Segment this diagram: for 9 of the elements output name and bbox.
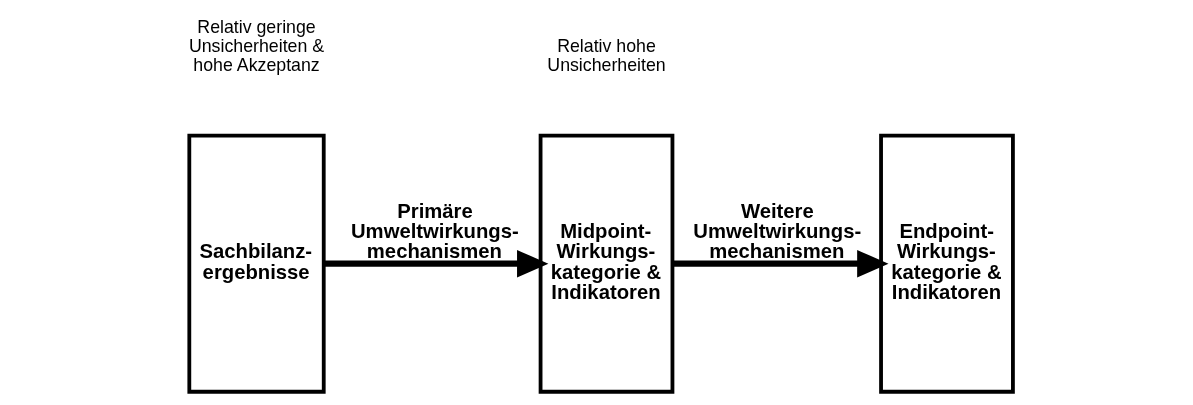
label: Relativ hohe Unsicherheiten	[546, 36, 666, 76]
edge-label: Primäre Umweltwirkungs- mechanismen	[350, 199, 519, 263]
node-box: Midpoint- Wirkungs- kategorie & Indikatoren	[538, 133, 674, 394]
node-box: Sachbilanz- ergebnisse	[186, 133, 326, 394]
arrow	[672, 249, 888, 278]
edge-label: Weitere Umweltwirkungs- mechanismen	[692, 199, 861, 263]
node-box: Endpoint- Wirkungs- kategorie & Indikatoren	[878, 133, 1015, 394]
label: Relativ geringe Unsicherheiten & hohe Akzeptanz	[188, 16, 324, 75]
arrow	[323, 249, 548, 278]
